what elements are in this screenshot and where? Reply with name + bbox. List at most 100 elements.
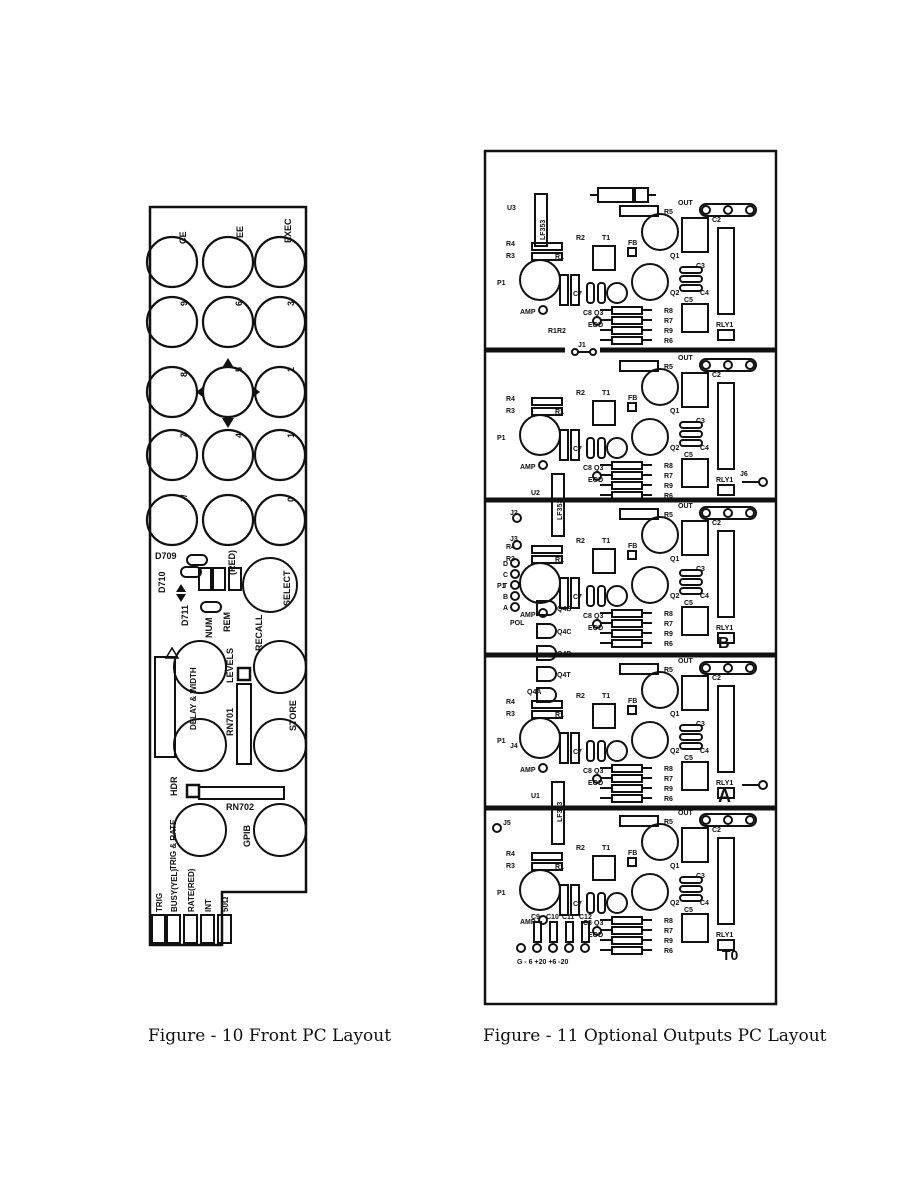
section-5-rly1-relay (717, 837, 735, 925)
section-4-label-c4: C4 (700, 748, 709, 755)
key-label-dot: . (234, 499, 244, 502)
section-2-label-p1: P1 (497, 435, 506, 442)
label-pol: POL (510, 620, 525, 627)
label-pin-t: T (503, 583, 508, 590)
section-2-rly1-relay (717, 382, 735, 470)
section-2-label-rly1: RLY1 (716, 477, 733, 484)
section-3-label-eod: EOD (588, 625, 603, 632)
section-4-label-c8: C8 (583, 768, 592, 775)
pin-label-int: INT (204, 899, 213, 912)
section-5-t1-transformer (592, 855, 616, 881)
front-pc-layout (145, 205, 308, 947)
section-2-label-r2: R2 (576, 390, 585, 397)
label-pin-a: A (503, 605, 508, 612)
section-5-label-rly1: RLY1 (716, 932, 733, 939)
section-3-label-rly1: RLY1 (716, 625, 733, 632)
section-2-label-c3: C3 (696, 418, 705, 425)
section-4-c5-capacitor (681, 761, 709, 791)
label-q4c: Q4C (557, 629, 571, 636)
section-5-label-q2: Q2 (670, 900, 679, 907)
section-2-label-c8: C8 (583, 465, 592, 472)
section-3-label-r8: R8 (664, 611, 673, 618)
label-u1: U1 (531, 793, 540, 800)
section-5-label-fb: FB (628, 850, 637, 857)
label-r1r2: R1R2 (548, 328, 566, 335)
section-4-p1-potentiometer (519, 717, 561, 759)
label-j5: J5 (503, 820, 511, 827)
section-2-label-r3: R3 (506, 408, 515, 415)
section-1-label-r2: R2 (576, 235, 585, 242)
pin-label-trig: TRIG (155, 893, 164, 912)
label-levels: LEVELS (225, 648, 235, 683)
key-label-5: 5 (234, 367, 244, 372)
label-pin-b: B (503, 594, 508, 601)
label-q4d: Q4D (557, 651, 571, 658)
pin-label-50ohm: 50Ω (221, 896, 230, 912)
section-1-label-rly1: RLY1 (716, 322, 733, 329)
section-5-label-q3: Q3 (594, 920, 603, 927)
label-j2: J2 (510, 510, 518, 517)
label-hdr: HDR (169, 776, 179, 796)
section-2-label-amp: AMP (520, 464, 536, 471)
section-4-rly1-relay (717, 685, 735, 773)
label-trig-rate: TRIG & RATE (169, 819, 178, 870)
section-3-c5-capacitor (681, 606, 709, 636)
label-a-mark: A (718, 786, 731, 806)
key-label-2: 2 (286, 367, 296, 372)
section-4-c2-capacitor (681, 675, 709, 711)
key-label-sign: -/ (179, 494, 189, 500)
section-5-label-c2: C2 (712, 827, 721, 834)
section-4-label-r6: R6 (664, 796, 673, 803)
section-3-label-t1: T1 (602, 538, 610, 545)
section-4-label-eod: EOD (588, 780, 603, 787)
figure-11-caption: Figure - 11 Optional Outputs PC Layout (483, 1026, 827, 1046)
section-5-label-c3: C3 (696, 873, 705, 880)
label-red: (RED) (227, 550, 237, 575)
section-5-label-eod: EOD (588, 932, 603, 939)
section-1-label-r3: R3 (506, 253, 515, 260)
section-2-label-c7: C7 (573, 446, 582, 453)
section-2-label-t1: T1 (602, 390, 610, 397)
section-5-label-c7: C7 (573, 901, 582, 908)
section-4-label-c7: C7 (573, 749, 582, 756)
section-5-label-r6: R6 (664, 948, 673, 955)
section-2-p1-potentiometer (519, 414, 561, 456)
section-1-out-pads (699, 203, 757, 217)
label-u2: U2 (531, 490, 540, 497)
section-1-label-c3: C3 (696, 263, 705, 270)
section-5-label-r7: R7 (664, 928, 673, 935)
section-1-label-eod: EOD (588, 322, 603, 329)
section-3-label-q1: Q1 (670, 556, 679, 563)
key-label-ce: CE (178, 231, 188, 244)
section-3-label-c8: C8 (583, 613, 592, 620)
section-3-label-r7: R7 (664, 621, 673, 628)
section-4-label-q2: Q2 (670, 748, 679, 755)
section-5-label-r3: R3 (506, 863, 515, 870)
label-store: STORE (288, 700, 298, 731)
section-5-label-p1: P1 (497, 890, 506, 897)
label-d709: D709 (155, 551, 177, 561)
section-5-label-amp: AMP (520, 919, 536, 926)
section-3-label-r1: R1 (555, 557, 564, 564)
outputs-labels: U3 LF353 R1R2 J1 J6 U2 LF353 J2 J3 D C T… (503, 205, 748, 966)
label-q4b: Q4B (557, 606, 571, 613)
section-4-label-rly1: RLY1 (716, 780, 733, 787)
section-5-out-pads (699, 813, 757, 827)
section-4-label-t1: T1 (602, 693, 610, 700)
section-1-label-r7: R7 (664, 318, 673, 325)
section-1-r5-resistor (619, 205, 659, 217)
section-1-label-c2: C2 (712, 217, 721, 224)
key-label-8: 8 (179, 372, 189, 377)
section-1-label-r6: R6 (664, 338, 673, 345)
section-4-label-q3: Q3 (594, 768, 603, 775)
section-2-r5-resistor (619, 360, 659, 372)
section-3-p1-potentiometer (519, 562, 561, 604)
section-4-label-c3: C3 (696, 721, 705, 728)
label-select: SELECT (282, 570, 292, 606)
section-5-label-c8: C8 (583, 920, 592, 927)
section-4-label-r8: R8 (664, 766, 673, 773)
section-4-label-c5: C5 (684, 755, 693, 762)
key-label-1: 1 (286, 433, 296, 438)
section-5-q2-transistor (631, 873, 669, 911)
